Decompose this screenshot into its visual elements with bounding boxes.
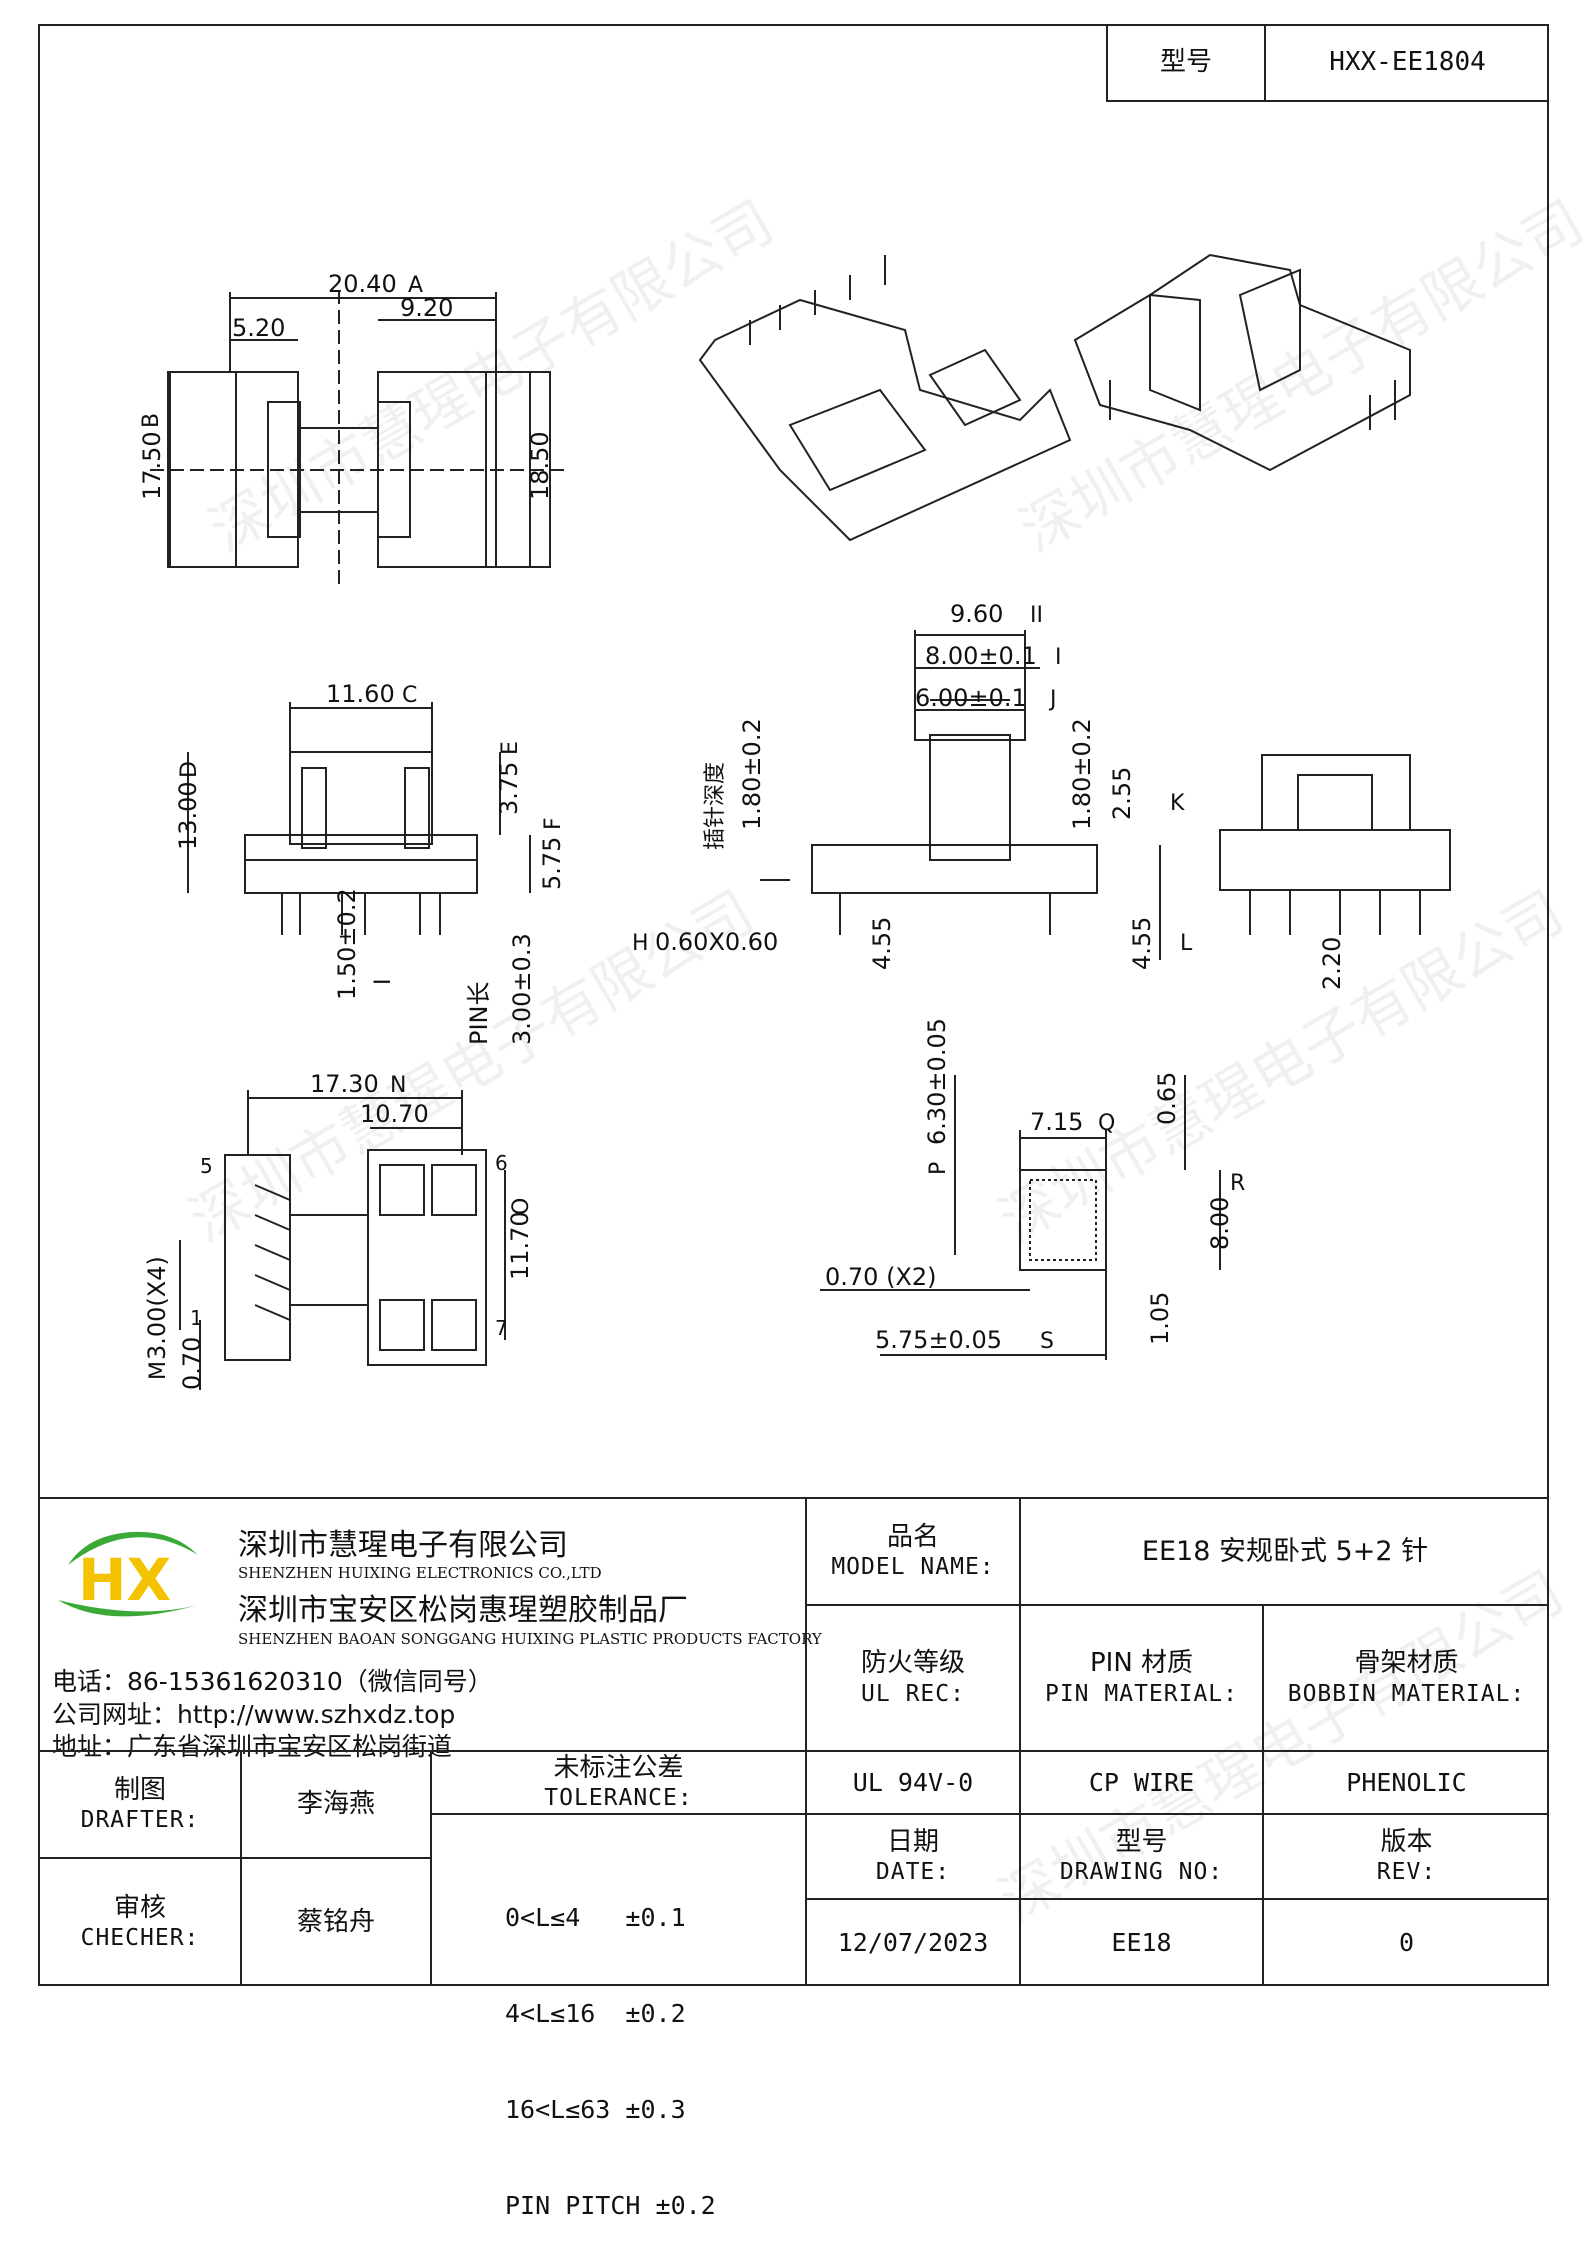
bottom-dim-r: 17.30 [310, 1070, 379, 1098]
model-name-label: 品名 MODEL NAME: [831, 1521, 995, 1581]
tolerance-list: 0<L≤4 ±0.1 4<L≤16 ±0.2 16<L≤63 ±0.3 PIN … [505, 1838, 716, 2254]
drafter-label: 制图 DRAFTER: [80, 1774, 200, 1834]
front-dim-l: 6.00±0.1 [915, 684, 1027, 712]
right-dim-q: 2.20 [1318, 937, 1346, 990]
revision-value: 0 [1398, 1928, 1415, 1958]
pin-label-7: 7 [495, 1316, 508, 1340]
bottom-dim-u: 0.70 [178, 1337, 206, 1390]
tolerance-line: 0<L≤4 ±0.1 [505, 1903, 686, 1932]
date-value: 12/07/2023 [837, 1928, 989, 1958]
pin-material-label: PIN 材质 PIN MATERIAL: [1044, 1648, 1238, 1707]
front-dim-l-tag: J [1048, 687, 1057, 712]
drawing-no-value: EE18 [1111, 1928, 1172, 1958]
company-website: 公司网址：http://www.szhxdz.top [52, 1700, 456, 1729]
technical-drawing: 20.40 A 5.20 9.20 17.50 B 18.50 11.60 C … [138, 253, 1451, 1390]
pin-label-5: 5 [200, 1154, 213, 1178]
date-label: 日期 DATE: [875, 1826, 951, 1886]
tolerance-line: 16<L≤63 ±0.3 [505, 2095, 686, 2124]
section-dim-w: 6.30±0.05 [923, 1018, 951, 1145]
side-dim-c: 11.60 [326, 680, 395, 708]
drawing-no-label: 型号 DRAWING NO: [1059, 1826, 1224, 1886]
section-dim-bb: 5.75±0.05 [875, 1326, 1002, 1354]
pin-len-label: PIN长 [465, 981, 493, 1045]
pin-pitch: 3.00(X4) [143, 1256, 171, 1360]
side-dim-g-tag: F [541, 817, 566, 830]
side-dim-h-tag: D [177, 761, 202, 778]
pin-pitch-tag: M [146, 1361, 171, 1380]
company-phone: 电话：86-15361620310（微信同号） [52, 1667, 493, 1696]
dim-a-tag: A [408, 273, 423, 298]
pin-label-6: 6 [495, 1151, 508, 1175]
section-dim-z-tag: R [1230, 1171, 1245, 1196]
drafter-name: 李海燕 [296, 1789, 375, 1820]
company-name-en: SHENZHEN HUIXING ELECTRONICS CO.,LTD [238, 1564, 602, 1582]
factory-name-cn: 深圳市宝安区松岗惠瑆塑胶制品厂 [238, 1593, 688, 1628]
insert-label: 插针深度 [703, 762, 728, 850]
dim-e: 18.50 [526, 431, 554, 500]
logo-text: HX [78, 1546, 171, 1614]
section-dim-w-tag: P [926, 1162, 951, 1175]
bottom-dim-r-tag: N [390, 1073, 406, 1098]
model-header-label: 型号 [1159, 46, 1212, 77]
front-dim-m: 1.80±0.2 [1068, 718, 1096, 830]
section-dim-aa: 1.05 [1146, 1292, 1174, 1345]
tolerance-line: 4<L≤16 ±0.2 [505, 1999, 686, 2028]
front-dim-n: 2.55 [1108, 767, 1136, 820]
bottom-dim-s: 10.70 [360, 1100, 429, 1128]
company-address: 地址：广东省深圳市宝安区松岗街道 [52, 1732, 453, 1761]
front-dim-p: 4.55 [1128, 917, 1156, 970]
factory-name-en: SHENZHEN BAOAN SONGGANG HUIXING PLASTIC … [238, 1630, 822, 1648]
front-dim-k-tag: I [1055, 645, 1062, 670]
bobbin-material-value: PHENOLIC [1346, 1767, 1467, 1797]
revision-label: 版本 REV: [1376, 1826, 1437, 1886]
front-dim-j: 9.60 [950, 600, 1003, 628]
checker-name: 蔡铭舟 [296, 1907, 375, 1938]
insert-depth: 1.80±0.2 [738, 718, 766, 830]
section-dim-bb-tag: S [1040, 1329, 1054, 1354]
dim-d: 17.50 [138, 431, 166, 500]
pin-square-tag: H [632, 931, 649, 956]
pin-square: 0.60X0.60 [655, 928, 778, 956]
dim-d-tag: B [139, 413, 164, 428]
dim-b: 5.20 [232, 314, 285, 342]
tolerance-label: 未标注公差 TOLERANCE: [544, 1752, 693, 1812]
side-dim-g: 5.75 [538, 837, 566, 890]
pin-material-value: CP WIRE [1088, 1767, 1195, 1797]
front-dim-j-tag: II [1030, 603, 1043, 628]
tolerance-line: PIN PITCH ±0.2 [505, 2191, 716, 2220]
pin-label-1: 1 [190, 1306, 203, 1330]
company-name-cn: 深圳市慧瑆电子有限公司 [238, 1528, 568, 1563]
checker-label: 审核 CHECHER: [80, 1892, 200, 1952]
dim-a: 20.40 [328, 270, 397, 298]
ul-rec-label: 防火等级 UL REC: [860, 1648, 965, 1707]
model-name-value: EE18 安规卧式 5+2 针 [1141, 1535, 1429, 1567]
bottom-dim-t-tag: O [509, 1198, 534, 1215]
front-dim-p-tag: L [1180, 931, 1193, 956]
side-dim-i: 1.50±0.2 [333, 888, 361, 1000]
bobbin-material-label: 骨架材质 BOBBIN MATERIAL: [1287, 1648, 1526, 1707]
section-wall: 0.70 (X2) [825, 1263, 937, 1291]
model-header-box: 型号 HXX-EE1804 [1106, 24, 1549, 102]
dim-c: 9.20 [400, 294, 453, 322]
pin-len: 3.00±0.3 [508, 933, 536, 1045]
side-dim-f: 3.75 [495, 762, 523, 815]
front-dim-k: 8.00±0.1 [925, 642, 1037, 670]
section-dim-x-tag: Q [1098, 1111, 1115, 1136]
drawing-sheet [38, 24, 1549, 1986]
section-dim-x: 7.15 [1030, 1108, 1083, 1136]
section-dim-y: 0.65 [1153, 1072, 1181, 1125]
side-dim-c-tag: C [402, 683, 417, 708]
side-dim-h: 13.00 [174, 781, 202, 850]
section-dim-z: 8.00 [1206, 1197, 1234, 1250]
company-logo: HX [48, 1520, 218, 1630]
front-dim-n-tag: K [1170, 791, 1185, 816]
front-dim-o: 4.55 [868, 917, 896, 970]
side-dim-i-tag: I [371, 979, 396, 986]
bottom-dim-t: 11.70 [506, 1211, 534, 1280]
ul-value: UL 94V-0 [852, 1767, 974, 1797]
model-header-value: HXX-EE1804 [1329, 46, 1486, 77]
side-dim-f-tag: E [498, 741, 523, 755]
